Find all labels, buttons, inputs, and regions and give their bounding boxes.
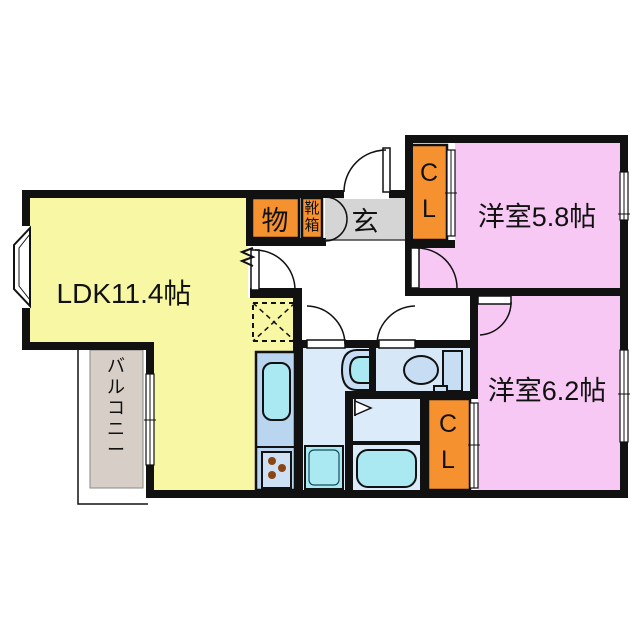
toilet-icon — [403, 350, 463, 394]
openings — [13, 149, 630, 489]
bedroom-south-label: 洋室6.2帖 — [488, 376, 607, 406]
wall-segment — [146, 465, 154, 497]
balcony-label: コ — [107, 398, 125, 418]
wall-segment — [389, 190, 413, 198]
balcony-label: ニ — [107, 419, 125, 439]
balcony-label: バ — [107, 356, 125, 376]
wall-segment — [620, 220, 628, 350]
balcony-label: ル — [107, 377, 125, 397]
accordion-symbol-icon — [239, 247, 256, 267]
sliding-window-icon — [144, 373, 156, 466]
wall-segment — [146, 490, 628, 498]
entry-door-icon — [343, 147, 391, 199]
wall-segment — [405, 135, 413, 296]
wall-segment — [415, 340, 478, 348]
ldk-room — [30, 198, 296, 490]
wall-segment — [405, 288, 628, 296]
refrigerator-space-icon — [252, 302, 296, 342]
wall-segment — [246, 238, 326, 246]
bifold-door-icon — [324, 196, 348, 242]
doors — [239, 147, 512, 349]
window-icon — [618, 171, 630, 221]
burner-icon — [268, 471, 276, 479]
wall-segment — [369, 348, 376, 393]
kitchen-sink-icon — [262, 362, 291, 421]
wall-segment — [620, 135, 628, 172]
wall-segment — [246, 198, 252, 242]
entrance-label: 玄 — [352, 207, 379, 237]
kitchen-counter-icon — [254, 350, 297, 492]
wall-segment — [345, 391, 353, 498]
wall-segment — [22, 308, 30, 350]
wall-segment — [405, 135, 628, 143]
closet-slider-icon — [445, 149, 457, 237]
wall-segment — [293, 288, 302, 352]
closet-south-label: L — [441, 446, 455, 474]
balcony-area — [89, 349, 144, 489]
ldk-door-icon — [239, 247, 296, 291]
bedroom-north-room — [413, 143, 620, 288]
stove-icon — [261, 451, 292, 489]
closet-south-label: C — [439, 410, 457, 438]
shoe-box-label: 靴 — [304, 200, 319, 217]
wall-segment — [470, 296, 478, 399]
closet-south-box — [426, 397, 472, 492]
entrance-area — [325, 198, 405, 240]
wall-segment — [620, 442, 628, 498]
closet-north-label: L — [422, 195, 436, 223]
wall-segment — [22, 190, 30, 226]
ldk-label: LDK11.4帖 — [57, 278, 192, 309]
bay-window-icon — [13, 225, 31, 309]
wall-segment — [22, 190, 344, 198]
wall-segment — [345, 340, 379, 348]
closet-north-label: C — [420, 159, 438, 187]
closet-slider-icon — [468, 402, 480, 489]
washing-machine-pan-icon — [304, 445, 344, 490]
burner-icon — [278, 464, 286, 472]
bedroom-south-door-icon — [477, 295, 512, 336]
washroom-door-icon — [306, 305, 346, 349]
shoe-box-label: 箱 — [304, 217, 319, 234]
walls — [22, 135, 628, 498]
vanity-sink-icon — [340, 349, 374, 391]
bedroom-south-room — [478, 296, 620, 490]
labels: LDK11.4帖 洋室5.8帖 洋室6.2帖 玄 物 靴 箱 C L C L バ… — [57, 159, 607, 474]
wall-segment — [405, 240, 455, 248]
wall-segment — [146, 342, 154, 374]
bedroom-north-door-icon — [410, 247, 458, 289]
toilet-door-icon — [376, 305, 416, 349]
wall-segment — [295, 342, 303, 498]
wall-segment — [345, 391, 478, 399]
bedroom-north-label: 洋室5.8帖 — [478, 202, 597, 232]
faucet-flag-icon — [354, 399, 373, 417]
storage-label: 物 — [262, 206, 289, 236]
window-icon — [618, 349, 630, 443]
wall-segment — [250, 288, 302, 298]
wall-segment — [353, 441, 421, 445]
wall-segment — [420, 399, 428, 498]
balcony-label: ー — [107, 440, 125, 460]
wall-segment — [22, 342, 154, 350]
burner-icon — [268, 457, 276, 465]
bathtub-icon — [356, 449, 417, 488]
